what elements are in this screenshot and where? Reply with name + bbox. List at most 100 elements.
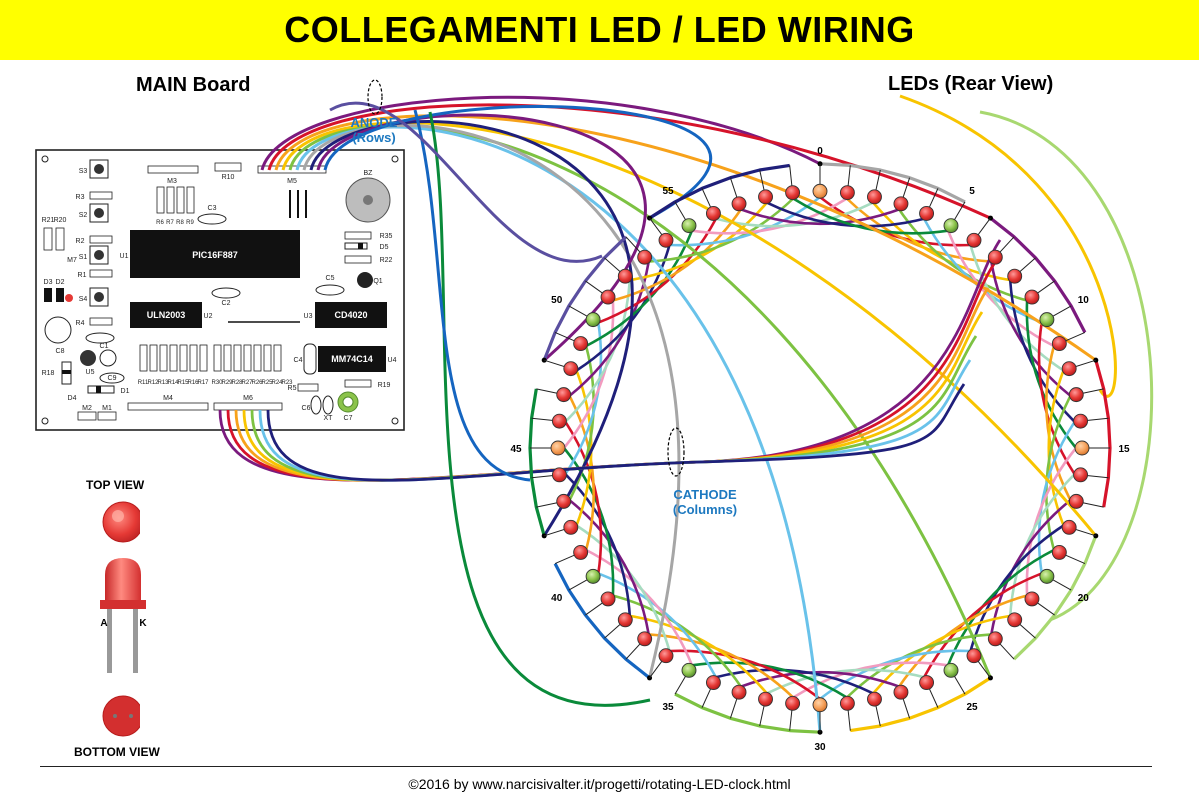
column-arc bbox=[629, 614, 768, 695]
led-dot bbox=[551, 413, 567, 429]
led-dot bbox=[1073, 467, 1089, 483]
switch-label: S1 bbox=[79, 254, 88, 261]
led-dot bbox=[1073, 413, 1089, 429]
led-dot bbox=[1068, 387, 1084, 403]
column-arc bbox=[990, 261, 1072, 397]
component-label: R18 bbox=[42, 370, 55, 377]
column-arc bbox=[629, 201, 768, 282]
anode-title: ANODE bbox=[350, 115, 398, 130]
led-dot bbox=[1039, 568, 1055, 584]
led-dot bbox=[600, 591, 616, 607]
led-dot bbox=[919, 675, 935, 691]
component-label: M5 bbox=[287, 178, 297, 185]
footer-divider bbox=[40, 766, 1152, 767]
component-label: C2 bbox=[222, 300, 231, 307]
led-dot bbox=[785, 695, 801, 711]
component-label: C7 bbox=[344, 415, 353, 422]
column-arc bbox=[1025, 447, 1078, 596]
component-label: C9 bbox=[108, 375, 117, 382]
led-dot bbox=[966, 232, 982, 248]
led-number: 15 bbox=[1118, 444, 1130, 455]
column-arc bbox=[568, 345, 595, 501]
anode-marker bbox=[367, 79, 383, 115]
led-dot bbox=[1051, 336, 1067, 352]
component-label: R27 bbox=[241, 380, 253, 386]
anode-wire bbox=[267, 103, 992, 220]
ring-segment bbox=[648, 163, 790, 220]
column-arc bbox=[669, 649, 821, 700]
ring-segment bbox=[542, 235, 628, 361]
footer-credit: ©2016 by www.narcisivalter.it/progetti/r… bbox=[408, 776, 791, 792]
led-dot bbox=[681, 218, 697, 234]
uln2003-chip bbox=[130, 302, 202, 328]
component-label: R23 bbox=[281, 380, 293, 386]
led-dot bbox=[1051, 544, 1067, 560]
led-dot bbox=[551, 467, 567, 483]
column-arc bbox=[1047, 370, 1065, 526]
component-label: R9 bbox=[186, 220, 194, 226]
title-banner: COLLEGAMENTI LED / LED WIRING bbox=[0, 0, 1199, 60]
component-label: R22 bbox=[380, 257, 393, 264]
component-label: R7 bbox=[166, 220, 174, 226]
mm74c14-chip bbox=[318, 346, 386, 372]
led-bottom-view bbox=[102, 695, 146, 737]
column-arc bbox=[575, 244, 671, 372]
column-arc bbox=[740, 208, 900, 226]
led-dot bbox=[573, 544, 589, 560]
anode-wire bbox=[309, 120, 634, 537]
component-label: R11 bbox=[138, 380, 149, 386]
anode-wire bbox=[260, 95, 821, 171]
component-label: C8 bbox=[56, 348, 65, 355]
led-dot bbox=[617, 268, 633, 284]
column-arc bbox=[564, 473, 632, 616]
column-arc bbox=[1045, 395, 1072, 551]
column-arc bbox=[648, 197, 795, 263]
column-arc bbox=[562, 300, 615, 449]
anode-label: ANODE (Rows) bbox=[342, 115, 406, 145]
led-dot bbox=[556, 493, 572, 509]
anode-wire bbox=[302, 124, 681, 679]
component-label: R14 bbox=[167, 380, 179, 386]
mm74c14-label: MM74C14 bbox=[331, 354, 373, 364]
column-arc bbox=[922, 572, 1043, 678]
column-arc bbox=[922, 218, 1043, 324]
led-number: 10 bbox=[1078, 295, 1090, 306]
row-wire bbox=[428, 111, 651, 707]
column-arc bbox=[648, 633, 795, 699]
buzzer-label: BZ bbox=[364, 170, 374, 177]
mcu-label: PIC16F887 bbox=[192, 250, 238, 260]
component-label: R29 bbox=[221, 380, 233, 386]
component-label: M7 bbox=[67, 257, 77, 264]
column-arc bbox=[946, 230, 1055, 348]
component-label: C3 bbox=[208, 205, 217, 212]
led-dot bbox=[585, 312, 601, 328]
column-arc bbox=[564, 421, 603, 574]
component-label: D3 bbox=[44, 279, 53, 286]
led-dot bbox=[658, 232, 674, 248]
led-dot bbox=[758, 691, 773, 707]
component-label: M6 bbox=[243, 395, 253, 402]
page-title: COLLEGAMENTI LED / LED WIRING bbox=[284, 9, 915, 50]
component-label: R6 bbox=[156, 220, 164, 226]
led-dot bbox=[1068, 493, 1084, 509]
switch-label: S4 bbox=[79, 296, 88, 303]
led-number: 50 bbox=[551, 295, 563, 306]
led-dot bbox=[556, 387, 572, 403]
column-arc bbox=[585, 548, 694, 666]
column-arc bbox=[1045, 345, 1072, 501]
column-arc bbox=[990, 499, 1072, 635]
led-dot bbox=[1061, 361, 1077, 377]
component-label: C6 bbox=[302, 405, 311, 412]
led-dot bbox=[987, 631, 1003, 647]
component-label: D5 bbox=[380, 244, 389, 251]
component-label: R25 bbox=[261, 380, 273, 386]
component-label: M1 bbox=[102, 405, 112, 412]
led-dot bbox=[812, 183, 828, 199]
cathode-label: CATHODE (Columns) bbox=[660, 487, 750, 517]
led-top-view bbox=[102, 501, 146, 543]
column-arc bbox=[969, 524, 1065, 652]
column-arc bbox=[564, 280, 632, 423]
component-label: R24 bbox=[271, 380, 283, 386]
column-arc bbox=[1037, 322, 1076, 475]
component-label: D4 bbox=[68, 395, 77, 402]
